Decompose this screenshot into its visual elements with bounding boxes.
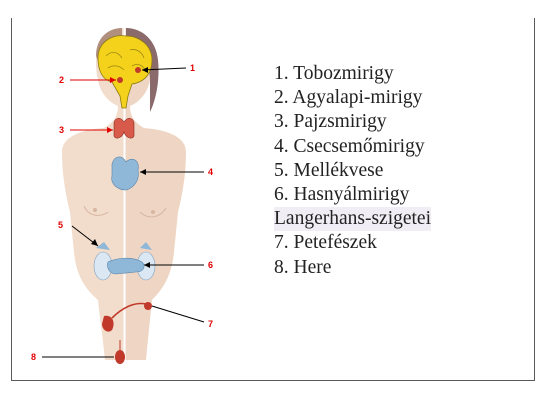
legend-item-adrenal: 5. Mellékvese xyxy=(274,159,431,183)
callout-number-2: 2 xyxy=(59,75,64,85)
legend-item-ovary: 7. Petefészek xyxy=(274,231,431,255)
pancreas xyxy=(107,258,144,274)
callout-number-3: 3 xyxy=(59,125,64,135)
legend-item-testis: 8. Here xyxy=(274,256,431,280)
callout-number-6: 6 xyxy=(208,260,213,270)
callout-number-5: 5 xyxy=(58,220,63,230)
pineal-gland xyxy=(135,67,141,73)
callout-number-4: 4 xyxy=(208,167,213,177)
testis xyxy=(115,350,125,364)
legend-item-thyroid: 3. Pajzsmirigy xyxy=(274,110,431,134)
callout-arrow-7 xyxy=(152,306,204,322)
nipple-right xyxy=(151,210,155,214)
pituitary-gland xyxy=(117,77,123,83)
callout-number-8: 8 xyxy=(31,352,36,362)
nipple-left xyxy=(93,208,97,212)
gland-legend: 1. Tobozmirigy 2. Agyalapi-mirigy 3. Paj… xyxy=(274,62,431,280)
legend-item-langerhans: Langerhans-szigetei xyxy=(274,207,431,231)
legend-item-pituitary: 2. Agyalapi-mirigy xyxy=(274,86,431,110)
callout-number-7: 7 xyxy=(208,319,213,329)
legend-item-pancreas: 6. Hasnyálmirigy xyxy=(274,183,431,207)
callout-number-1: 1 xyxy=(190,63,195,73)
legend-item-thymus: 4. Csecsemőmirigy xyxy=(274,135,431,159)
legend-item-pineal: 1. Tobozmirigy xyxy=(274,62,431,86)
thymus-gland xyxy=(112,157,139,190)
